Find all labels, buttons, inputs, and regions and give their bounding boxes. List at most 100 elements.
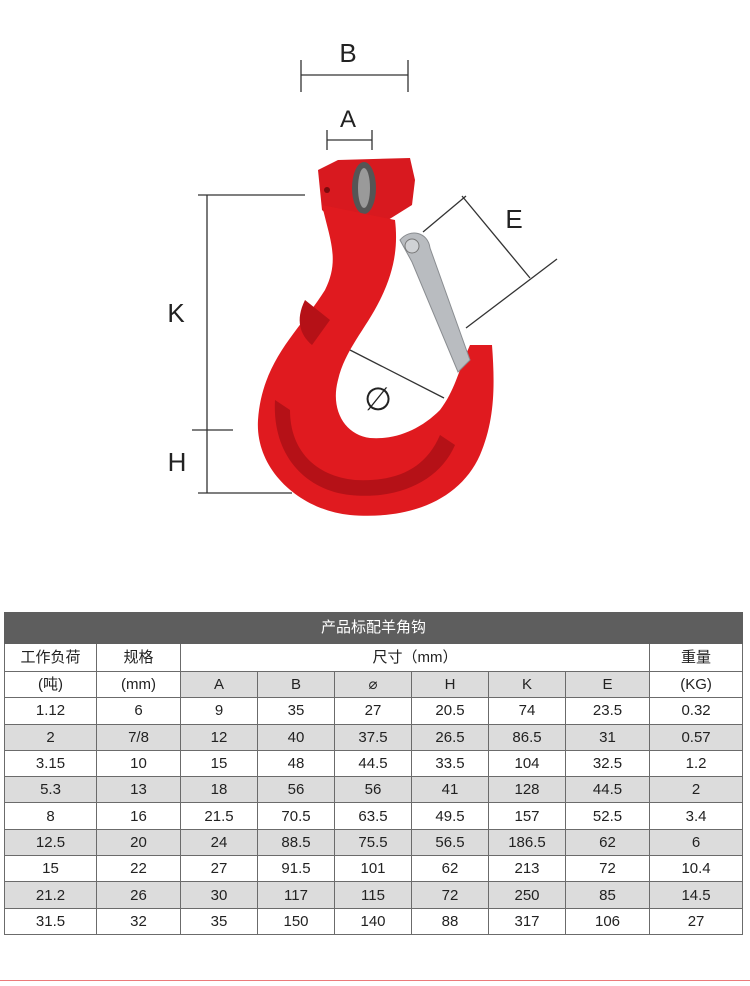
table-cell: 150 [257, 907, 335, 935]
label-k: K [167, 298, 185, 328]
table-cell: 12.5 [4, 828, 97, 857]
table-cell: 0.32 [648, 697, 744, 725]
label-e: E [505, 204, 522, 234]
dimension-diameter [349, 349, 445, 399]
table-cell: 21.5 [180, 802, 258, 830]
table-cell: 250 [488, 881, 566, 909]
header-dimensions: 尺寸（mm） [180, 643, 650, 672]
table-cell: 30 [180, 881, 258, 909]
table-cell: 88.5 [257, 828, 335, 857]
table-cell: 23.5 [565, 697, 650, 725]
table-cell: 7/8 [96, 723, 181, 751]
table-cell: 13 [96, 776, 181, 804]
table-cell: 213 [488, 855, 566, 883]
table-cell: 106 [565, 907, 650, 935]
table-cell: 10.4 [648, 855, 744, 883]
table-cell: 32 [96, 907, 181, 935]
table-cell: 26 [96, 881, 181, 909]
table-cell: 56 [334, 776, 412, 804]
table-cell: 115 [334, 881, 412, 909]
label-b: B [339, 38, 356, 68]
table-cell: 48 [257, 749, 335, 778]
table-cell: 41 [411, 776, 489, 804]
table-cell: 14.5 [648, 881, 744, 909]
header-spec: 规格 [96, 643, 181, 672]
table-cell: 8 [4, 802, 97, 830]
dimension-k-h [192, 194, 305, 494]
table-cell: 91.5 [257, 855, 335, 883]
header-dim-b: B [257, 670, 335, 699]
hook-dimension-diagram: B A K H E ∅ [167, 38, 558, 516]
table-cell: 317 [488, 907, 566, 935]
table-title: 产品标配羊角钩 [3, 612, 744, 644]
table-cell: 2 [648, 776, 744, 804]
table-cell: 49.5 [411, 802, 489, 830]
table-cell: 31.5 [4, 907, 97, 935]
label-diameter: ∅ [364, 381, 392, 417]
table-cell: 20.5 [411, 697, 489, 725]
table-cell: 21.2 [4, 881, 97, 909]
header-dim-a: A [180, 670, 258, 699]
header-dim-diameter: ⌀ [334, 670, 412, 699]
table-cell: 70.5 [257, 802, 335, 830]
table-cell: 15 [4, 855, 97, 883]
table-cell: 9 [180, 697, 258, 725]
table-cell: 35 [180, 907, 258, 935]
header-dim-k: K [488, 670, 566, 699]
table-cell: 52.5 [565, 802, 650, 830]
table-cell: 62 [411, 855, 489, 883]
table-cell: 15 [180, 749, 258, 778]
table-cell: 1.2 [648, 749, 744, 778]
table-cell: 85 [565, 881, 650, 909]
table-cell: 27 [180, 855, 258, 883]
table-cell: 3.15 [4, 749, 97, 778]
table-cell: 101 [334, 855, 412, 883]
table-cell: 88 [411, 907, 489, 935]
table-cell: 62 [565, 828, 650, 857]
table-cell: 18 [180, 776, 258, 804]
label-a: A [340, 106, 356, 133]
table-cell: 31 [565, 723, 650, 751]
table-cell: 24 [180, 828, 258, 857]
table-cell: 86.5 [488, 723, 566, 751]
table-cell: 63.5 [334, 802, 412, 830]
table-cell: 32.5 [565, 749, 650, 778]
table-cell: 20 [96, 828, 181, 857]
label-h: H [168, 447, 187, 477]
dimension-b [300, 60, 409, 92]
table-cell: 37.5 [334, 723, 412, 751]
table-cell: 16 [96, 802, 181, 830]
table-cell: 44.5 [334, 749, 412, 778]
table-cell: 140 [334, 907, 412, 935]
table-cell: 27 [334, 697, 412, 725]
table-cell: 2 [4, 723, 97, 751]
table-cell: 12 [180, 723, 258, 751]
table-cell: 104 [488, 749, 566, 778]
header-dim-h: H [411, 670, 489, 699]
table-cell: 128 [488, 776, 566, 804]
header-load: 工作负荷 [4, 643, 97, 672]
table-cell: 22 [96, 855, 181, 883]
table-cell: 186.5 [488, 828, 566, 857]
header-spec-unit: (mm) [96, 670, 181, 699]
table-cell: 157 [488, 802, 566, 830]
table-cell: 117 [257, 881, 335, 909]
table-cell: 74 [488, 697, 566, 725]
clevis-hook-illustration [257, 158, 494, 516]
table-cell: 72 [565, 855, 650, 883]
table-cell: 56.5 [411, 828, 489, 857]
table-cell: 33.5 [411, 749, 489, 778]
spec-table: 产品标配羊角钩 工作负荷 规格 尺寸（mm） 重量 (吨) (mm) A B ⌀… [3, 612, 744, 935]
table-cell: 72 [411, 881, 489, 909]
table-cell: 56 [257, 776, 335, 804]
table-cell: 5.3 [4, 776, 97, 804]
dimension-e [422, 195, 558, 329]
